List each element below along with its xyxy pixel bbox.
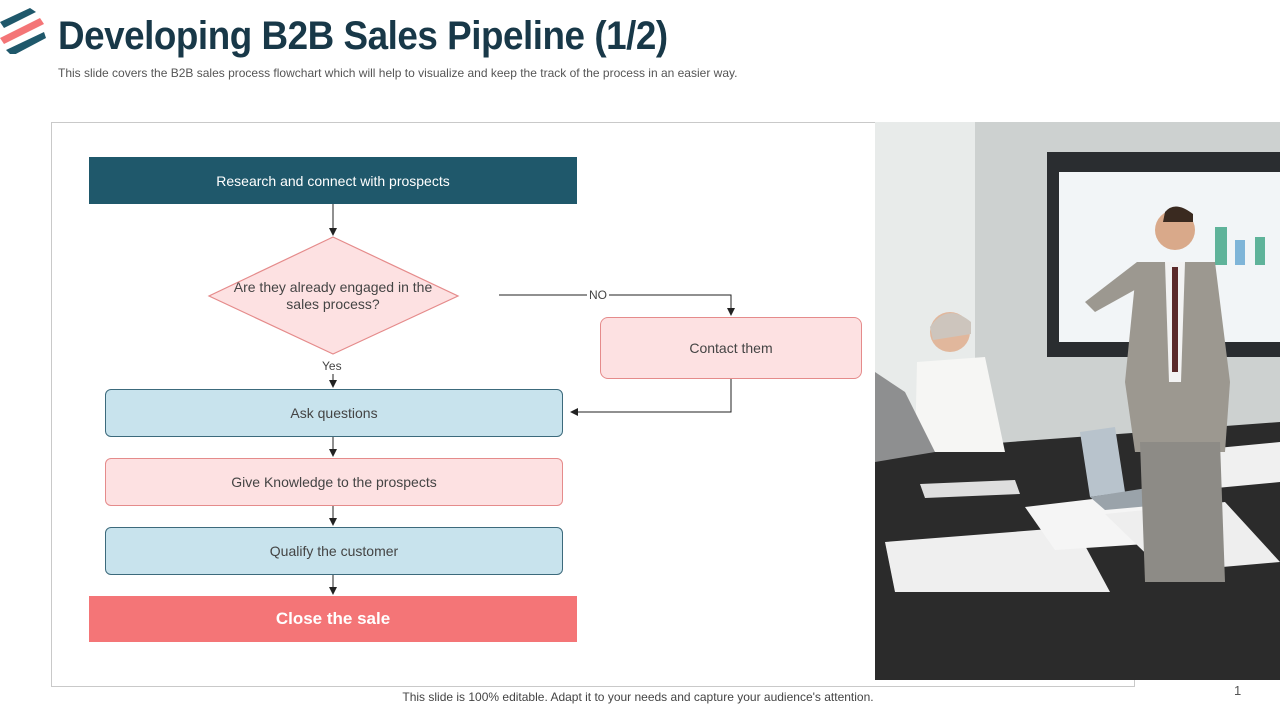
- page-title: Developing B2B Sales Pipeline (1/2): [58, 14, 668, 58]
- decision-label: Are they already engaged in the sales pr…: [233, 279, 433, 312]
- arrow-contact-to-ask: [570, 379, 732, 416]
- presentation-photo: [875, 122, 1280, 680]
- ask-questions-box: Ask questions: [105, 389, 563, 437]
- arrow-no-to-contact: [499, 294, 735, 316]
- flow-start-box: Research and connect with prospects: [89, 157, 577, 204]
- no-label: NO: [587, 288, 609, 302]
- give-knowledge-box: Give Knowledge to the prospects: [105, 458, 563, 506]
- footer-note: This slide is 100% editable. Adapt it to…: [402, 690, 874, 704]
- page-subtitle: This slide covers the B2B sales process …: [58, 66, 738, 80]
- yes-label: Yes: [322, 359, 342, 373]
- close-sale-box: Close the sale: [89, 596, 577, 642]
- qualify-customer-box: Qualify the customer: [105, 527, 563, 575]
- page-number: 1: [1234, 683, 1242, 698]
- decision-diamond: [207, 236, 460, 355]
- contact-box: Contact them: [600, 317, 862, 379]
- logo-stripes-icon: [0, 8, 46, 54]
